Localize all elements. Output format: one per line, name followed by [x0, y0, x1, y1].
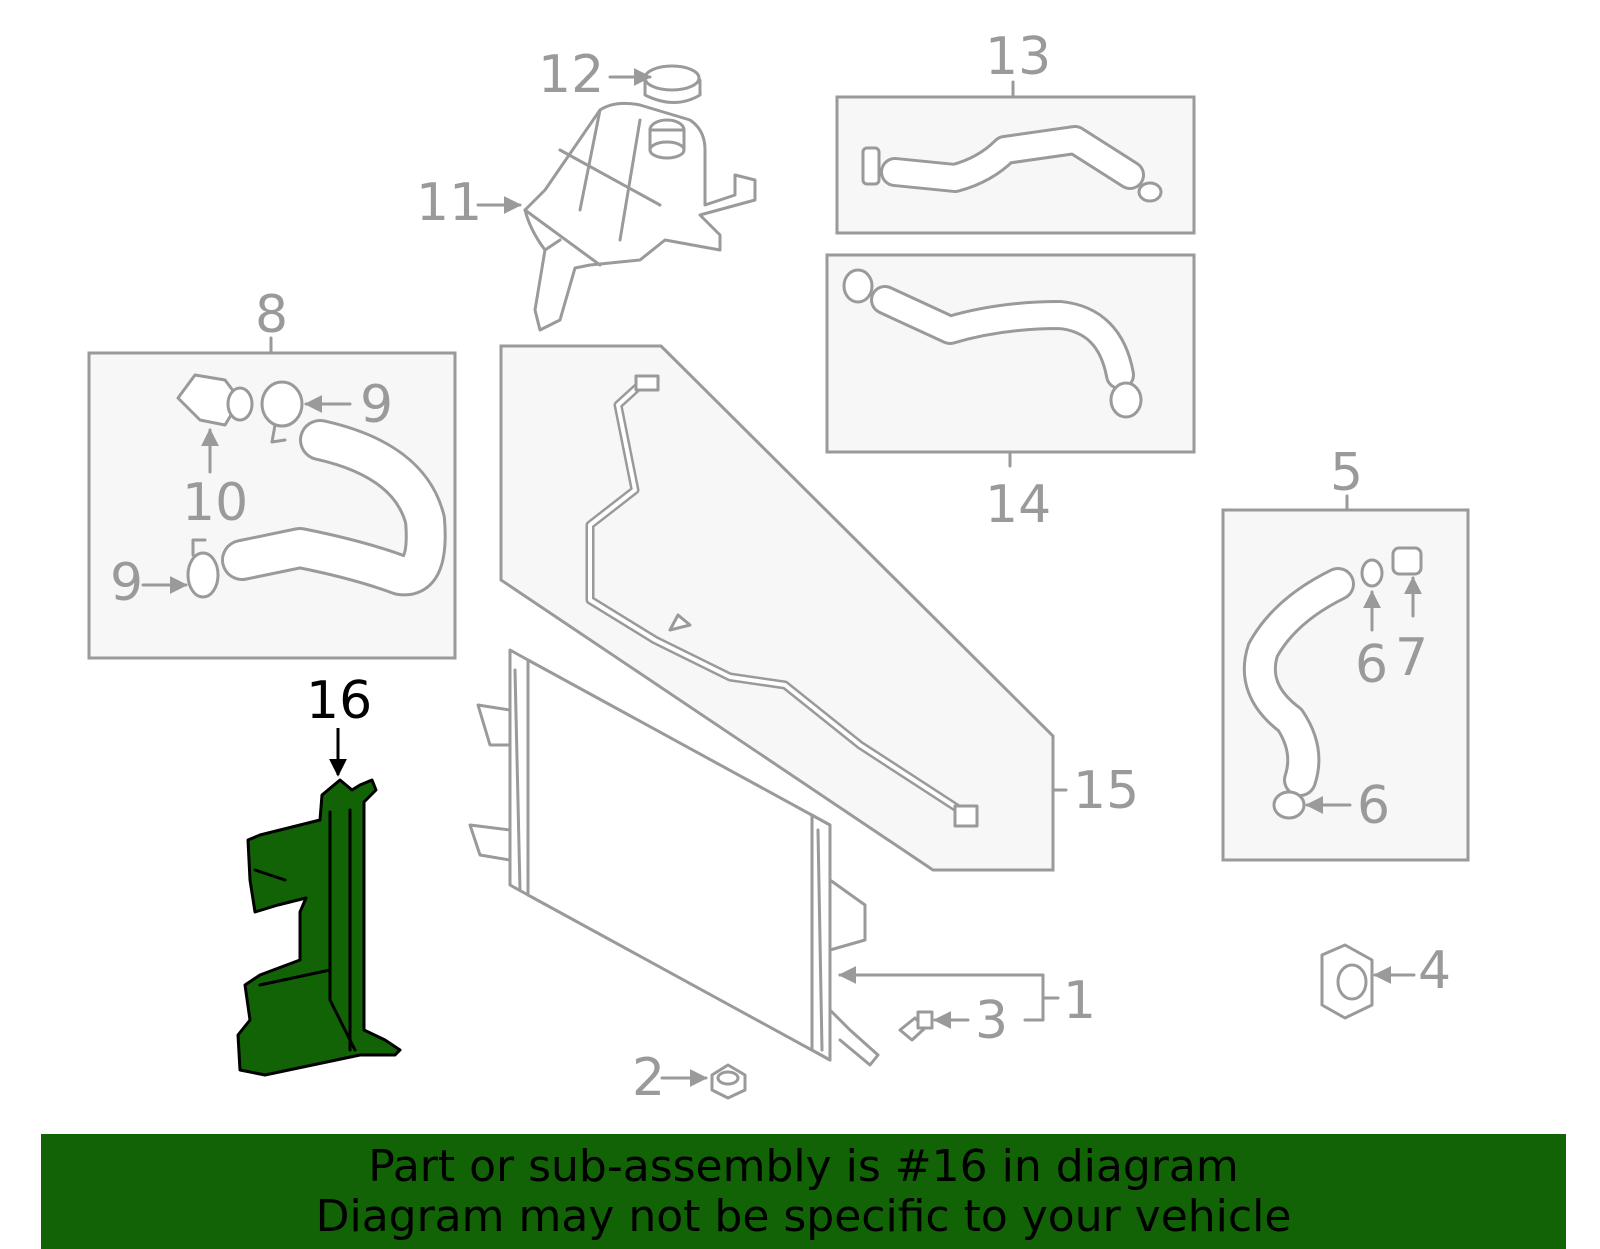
callout-2: 2	[632, 1048, 665, 1108]
info-banner: Part or sub-assembly is #16 in diagram D…	[41, 1134, 1566, 1249]
hose-13[interactable]	[861, 125, 1163, 203]
radiator-nut[interactable]	[710, 1063, 747, 1100]
callout-7: 7	[1395, 628, 1428, 688]
hose-clamp-upper[interactable]	[260, 380, 304, 444]
callout-11: 11	[416, 173, 482, 233]
callout-5: 5	[1330, 443, 1363, 503]
hose-clamp-lower[interactable]	[186, 538, 220, 599]
reservoir-cap[interactable]	[643, 64, 702, 104]
hose-5[interactable]	[1242, 546, 1423, 820]
banner-line-2: Diagram may not be specific to your vehi…	[315, 1191, 1292, 1242]
radiator-bracket[interactable]	[1320, 943, 1374, 1020]
callout-3: 3	[975, 991, 1008, 1051]
hose-14[interactable]	[842, 268, 1143, 419]
coolant-reservoir[interactable]	[523, 101, 757, 332]
callout-1: 1	[1063, 971, 1096, 1031]
callout-15: 15	[1073, 761, 1139, 821]
callout-12: 12	[538, 45, 604, 105]
callout-16: 16	[306, 671, 372, 731]
thermostat-housing[interactable]	[176, 373, 254, 427]
box-15	[499, 344, 1068, 872]
callout-9-lower: 9	[110, 553, 143, 613]
callout-9-upper: 9	[360, 375, 393, 435]
box-8	[87, 336, 457, 660]
radiator[interactable]	[468, 648, 880, 1067]
callout-14: 14	[985, 475, 1051, 535]
banner-line-1: Part or sub-assembly is #16 in diagram	[368, 1141, 1239, 1192]
callout-4: 4	[1418, 941, 1451, 1001]
callout-10: 10	[182, 473, 248, 533]
callout-8: 8	[255, 285, 288, 345]
drain-plug[interactable]	[898, 1010, 934, 1042]
air-deflector-part-16[interactable]	[236, 778, 402, 1077]
overflow-hose[interactable]	[585, 374, 979, 828]
callout-6-lower: 6	[1357, 776, 1390, 836]
callout-13: 13	[985, 27, 1051, 87]
callout-1-leader	[838, 973, 1045, 1022]
callout-6-upper: 6	[1355, 635, 1388, 695]
hose-8[interactable]	[221, 419, 447, 597]
